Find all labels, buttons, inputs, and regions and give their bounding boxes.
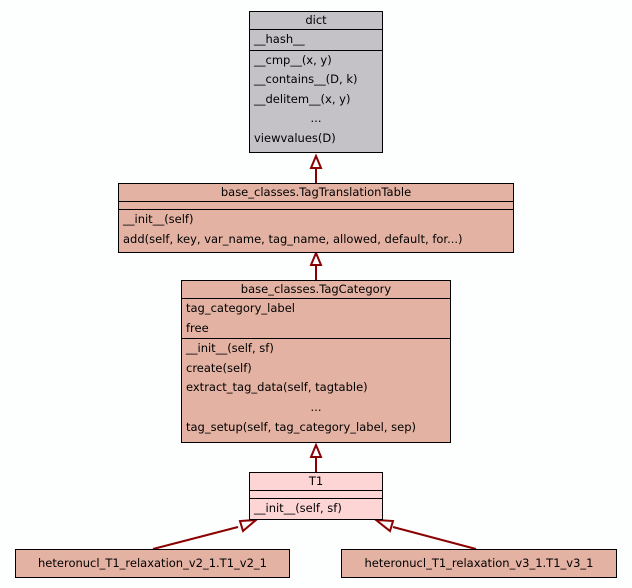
class-title: T1 xyxy=(250,473,382,491)
class-tag-category[interactable]: base_classes.TagCategory tag_category_la… xyxy=(181,280,451,443)
class-t1-v2-1[interactable]: heteronucl_T1_relaxation_v2_1.T1_v2_1 xyxy=(15,549,290,578)
class-title: heteronucl_T1_relaxation_v2_1.T1_v2_1 xyxy=(38,556,267,570)
attribute: __hash__ xyxy=(254,32,305,46)
class-dict[interactable]: dict __hash__ __cmp__(x, y) __contains__… xyxy=(249,11,383,153)
edge-v3-to-t1 xyxy=(392,526,477,550)
class-t1[interactable]: T1 __init__(self, sf) xyxy=(249,472,383,520)
attributes-section xyxy=(119,202,513,210)
method-ellipsis: ... xyxy=(310,111,322,126)
class-title: heteronucl_T1_relaxation_v3_1.T1_v3_1 xyxy=(364,556,594,570)
arrowhead-dict xyxy=(309,153,323,169)
methods-section: __cmp__(x, y) __contains__(D, k) __delit… xyxy=(250,51,382,149)
class-title: base_classes.TagCategory xyxy=(182,281,450,299)
method: __delitem__(x, y) xyxy=(254,91,351,106)
attribute: free xyxy=(186,320,209,335)
class-title: dict xyxy=(250,12,382,30)
arrowhead-ttt xyxy=(309,250,323,266)
method: create(self) xyxy=(186,360,252,375)
method: viewvalues(D) xyxy=(254,130,336,145)
methods-section: __init__(self, sf) create(self) extract_… xyxy=(182,339,450,437)
arrowhead-t1-left xyxy=(238,518,259,533)
attributes-section xyxy=(250,491,382,499)
method: __contains__(D, k) xyxy=(254,72,358,87)
method-ellipsis: ... xyxy=(310,399,322,414)
class-title: base_classes.TagTranslationTable xyxy=(119,184,513,202)
class-t1-v3-1[interactable]: heteronucl_T1_relaxation_v3_1.T1_v3_1 xyxy=(341,549,617,578)
method: tag_setup(self, tag_category_label, sep) xyxy=(186,419,417,434)
arrowhead-tagcategory xyxy=(309,442,323,458)
methods-section: __init__(self) add(self, key, var_name, … xyxy=(119,210,513,249)
method: add(self, key, var_name, tag_name, allow… xyxy=(123,231,463,246)
edge-v2-to-t1 xyxy=(152,526,239,550)
attributes-section: tag_category_label free xyxy=(182,299,450,340)
method: extract_tag_data(self, tagtable) xyxy=(186,380,368,395)
attribute: tag_category_label xyxy=(186,301,295,315)
method: __init__(self, sf) xyxy=(254,501,342,515)
class-tag-translation-table[interactable]: base_classes.TagTranslationTable __init_… xyxy=(118,183,514,253)
method: __init__(self, sf) xyxy=(186,341,274,356)
method: __init__(self) xyxy=(123,212,194,226)
methods-section: __init__(self, sf) xyxy=(250,499,382,519)
method: __cmp__(x, y) xyxy=(254,52,332,67)
attributes-section: __hash__ xyxy=(250,30,382,51)
arrowhead-t1-right xyxy=(372,518,395,533)
